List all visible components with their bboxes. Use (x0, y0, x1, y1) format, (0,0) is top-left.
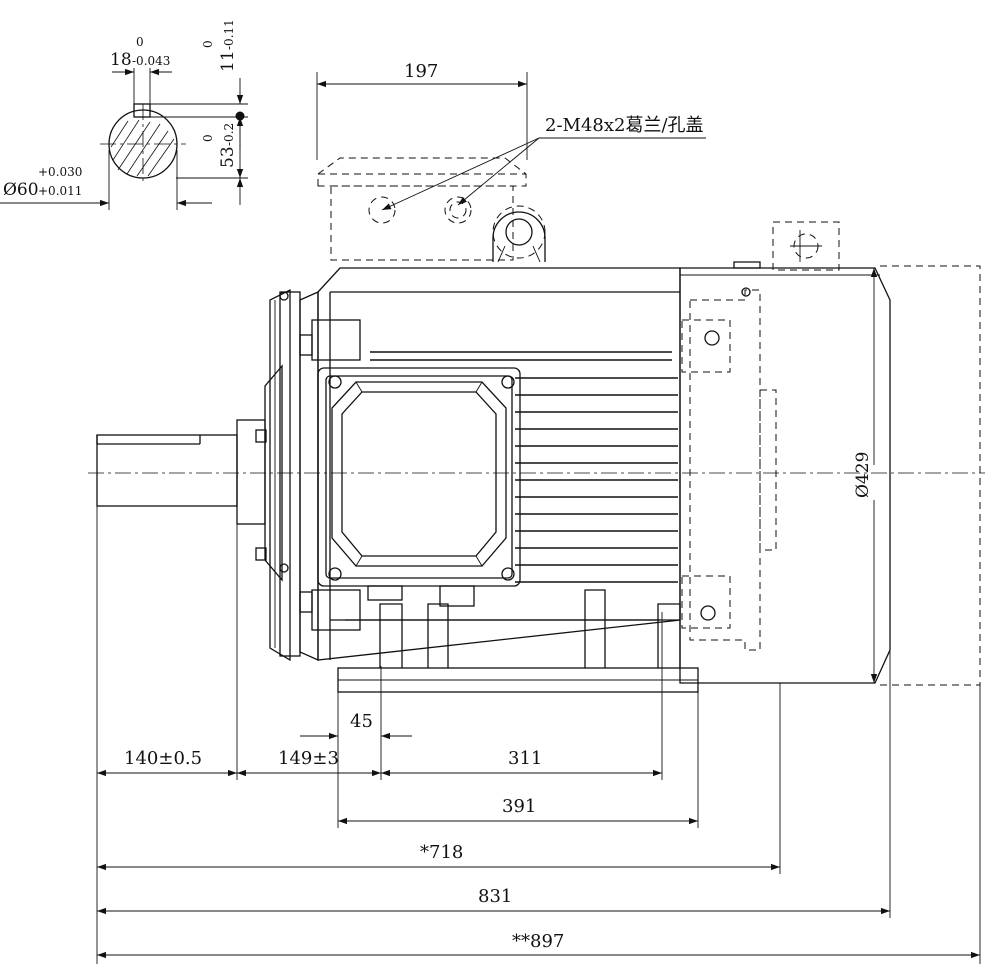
length-star-dimension: *718 (420, 842, 463, 863)
key-width-lower-tol: -0.043 (132, 54, 170, 68)
overall-length-option-dimension: **897 (512, 931, 564, 952)
shaft-extension-dimension: 140±0.5 (124, 748, 202, 769)
gland-callout-label: 2-M48x2葛兰/孔盖 (545, 115, 704, 136)
shaft-diameter-upper-tol: +0.030 (38, 165, 82, 179)
shaft-diameter-value: Ø60 (3, 180, 39, 200)
depth-upper-tol: 0 (201, 134, 215, 142)
depth-lower-tol: -0.2 (222, 123, 236, 146)
overall-length-dimension: 831 (478, 886, 512, 907)
key-width-value: 18 (110, 50, 132, 70)
key-width-upper-tol: 0 (136, 35, 144, 49)
terminal-box-front (317, 367, 521, 607)
dimension-lines (96, 506, 981, 964)
shaft-diameter-lower-tol: +0.011 (38, 184, 82, 198)
shaft-cross-section (0, 68, 248, 210)
terminal-box-width-label: 197 (404, 61, 438, 82)
frame-diameter-label: Ø429 (853, 452, 873, 498)
motor-side-view (88, 221, 985, 693)
key-height-lower-tol: -0.11 (222, 19, 236, 50)
depth-value: 53 (218, 146, 238, 168)
shaft-to-foot-dimension: 149±3 (278, 748, 339, 769)
foot-centers-dimension: 311 (508, 748, 542, 769)
cooling-fins (515, 377, 678, 583)
terminal-box-top (316, 72, 706, 263)
foot-length-dimension: 391 (502, 796, 536, 817)
foot-hole-dimension: 45 (350, 711, 373, 732)
key-height-value: 11 (218, 50, 238, 72)
key-height-upper-tol: 0 (201, 40, 215, 48)
